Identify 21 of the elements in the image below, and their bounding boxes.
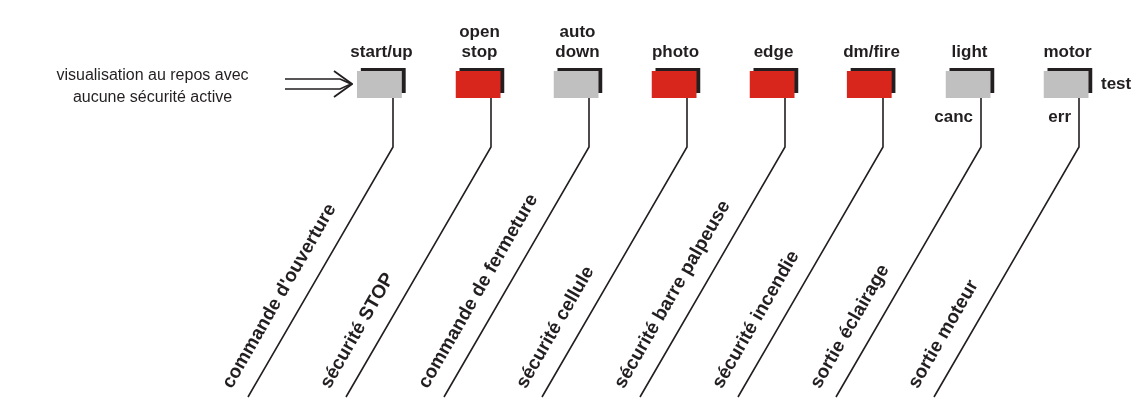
double-arrow [284,70,353,98]
indicator-caption: test [1101,74,1132,94]
leader-line [443,97,590,398]
indicator-label: open stop [459,22,500,62]
leader-line [737,97,884,398]
indicator-label: photo [651,42,700,62]
indicator-caption: err [1048,107,1071,127]
leader-line [933,97,1080,398]
indicator-caption: canc [934,107,973,127]
leader-line [345,97,492,398]
leader-line [835,97,982,398]
indicator-label: start/up [350,42,413,62]
indicator-label: motor [1043,42,1092,62]
indicator-label: dm/fire [843,42,900,62]
leader-line [639,97,786,398]
indicator-label: edge [753,42,794,62]
leader-line [541,97,688,398]
indicator-label: light [951,42,988,62]
leader-line [247,97,394,398]
caption-text: visualisation au repos avec aucune sécurité active [30,64,275,108]
indicator-label: auto down [555,22,600,62]
